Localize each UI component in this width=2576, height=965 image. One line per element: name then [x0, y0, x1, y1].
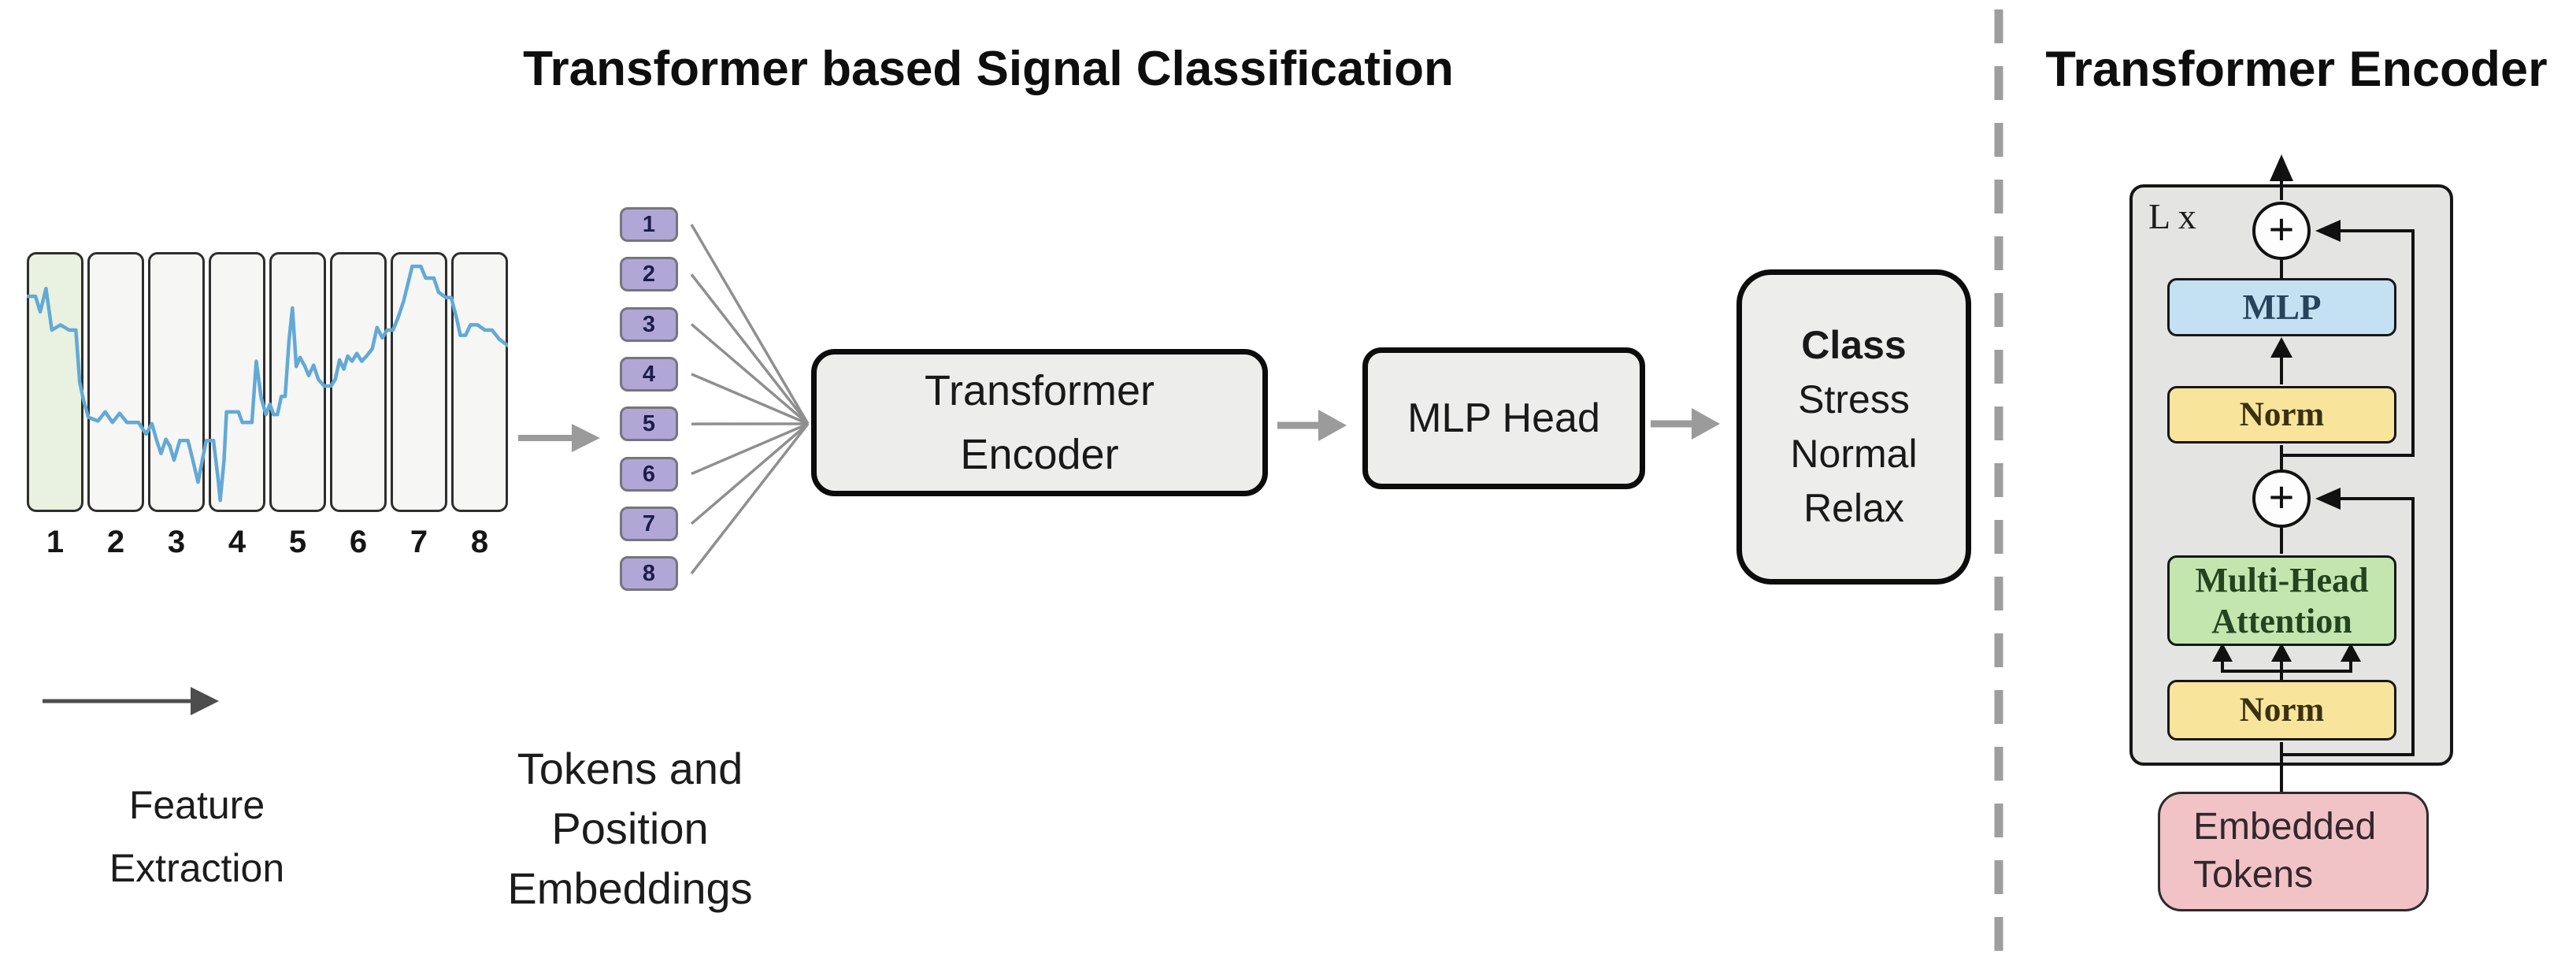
token-box: 4	[620, 357, 678, 392]
segment-label: 5	[288, 525, 307, 559]
right-panel-title: Transformer Encoder	[2045, 42, 2548, 97]
loop-count-label: L x	[2148, 196, 2196, 236]
segment-label: 4	[228, 525, 246, 559]
box-label-line: Transformer	[924, 366, 1155, 414]
caption-line: Embeddings	[507, 863, 753, 914]
embedded-tokens-box: Embedded Tokens	[2158, 792, 2429, 911]
caption-line: Tokens and	[517, 744, 743, 793]
feature-extraction-caption: Feature Extraction	[32, 774, 362, 900]
residual-arrowhead	[2315, 488, 2341, 510]
caption-line: Position	[551, 804, 709, 854]
block-label: Norm	[2239, 396, 2325, 433]
signal-segment	[87, 252, 144, 512]
flow-arrow-mlphead-to-class	[1651, 408, 1720, 440]
token-label: 1	[642, 211, 656, 237]
multi-head-attention-block: Multi-Head Attention	[2167, 555, 2396, 646]
segment-label: 2	[106, 525, 125, 559]
signal-segment	[330, 252, 387, 512]
class-box-title: Class	[1801, 323, 1907, 367]
block-label-line: Embedded	[2193, 806, 2377, 848]
block-label-line: Tokens	[2193, 854, 2314, 896]
residual-arrowhead	[2315, 220, 2341, 242]
block-label-line: Attention	[2211, 601, 2352, 640]
token-label: 5	[642, 410, 656, 436]
token-label: 6	[642, 461, 656, 487]
token-label: 3	[642, 311, 656, 337]
block-label: Norm	[2239, 692, 2325, 729]
caption-line: Feature	[128, 783, 265, 827]
block-label: MLP	[2242, 288, 2322, 327]
up-arrowhead	[2270, 154, 2293, 181]
main-title: Transformer based Signal Classification	[523, 42, 1454, 96]
qkv-arrowhead	[2271, 643, 2292, 662]
token-box: 1	[620, 207, 678, 242]
flow-arrow-chart-to-tokens	[518, 424, 600, 452]
class-option: Normal	[1790, 432, 1918, 476]
token-box: 3	[620, 307, 678, 342]
token-box: 2	[620, 257, 678, 291]
token-box: 7	[620, 507, 678, 541]
qkv-arrowhead	[2341, 643, 2361, 662]
class-output-box: Class Stress Normal Relax	[1736, 269, 1971, 585]
tokens-caption: Tokens and Position Embeddings	[433, 739, 827, 919]
plus-icon: +	[2268, 471, 2295, 521]
segment-label: 6	[349, 525, 368, 559]
segment-label: 8	[470, 525, 489, 559]
mlp-head-box: MLP Head	[1362, 347, 1645, 489]
block-label-line: Multi-Head	[2195, 560, 2369, 599]
token-label: 8	[642, 560, 656, 586]
transformer-encoder-box: Transformer Encoder	[811, 349, 1268, 496]
plus-icon: +	[2268, 203, 2295, 254]
class-option: Relax	[1803, 486, 1904, 530]
norm-block-bottom: Norm	[2167, 680, 2396, 740]
mlp-block: MLP	[2167, 278, 2396, 336]
feature-extraction-arrow	[43, 687, 219, 715]
signal-segment	[451, 252, 508, 512]
class-option: Stress	[1798, 377, 1910, 421]
token-box: 5	[620, 406, 678, 441]
residual-add-circle-top: +	[2252, 202, 2311, 260]
segment-label: 1	[46, 525, 65, 559]
signal-segment	[269, 252, 326, 512]
box-label: MLP Head	[1407, 395, 1600, 441]
token-fan-lines	[690, 224, 810, 575]
token-box: 6	[620, 457, 678, 492]
signal-segment	[391, 252, 447, 512]
flow-arrow-encoder-to-mlphead	[1277, 410, 1347, 441]
token-box: 8	[620, 556, 678, 591]
divider-dashed-line	[1994, 9, 2003, 965]
token-label: 2	[642, 261, 656, 287]
caption-line: Extraction	[109, 846, 285, 890]
token-label: 4	[642, 361, 656, 387]
qkv-arrowhead	[2212, 643, 2233, 662]
segment-axis-labels: 1 2 3 4 5 6 7 8	[27, 525, 508, 567]
segment-label: 7	[410, 525, 428, 559]
box-label-line: Encoder	[960, 430, 1119, 478]
residual-add-circle-bottom: +	[2252, 470, 2311, 528]
token-label: 7	[642, 510, 656, 536]
up-arrowhead	[2270, 337, 2292, 358]
norm-block-top: Norm	[2167, 386, 2396, 444]
signal-trace	[27, 264, 508, 503]
segment-label: 3	[167, 525, 186, 559]
encoder-connectors	[2212, 154, 2415, 793]
